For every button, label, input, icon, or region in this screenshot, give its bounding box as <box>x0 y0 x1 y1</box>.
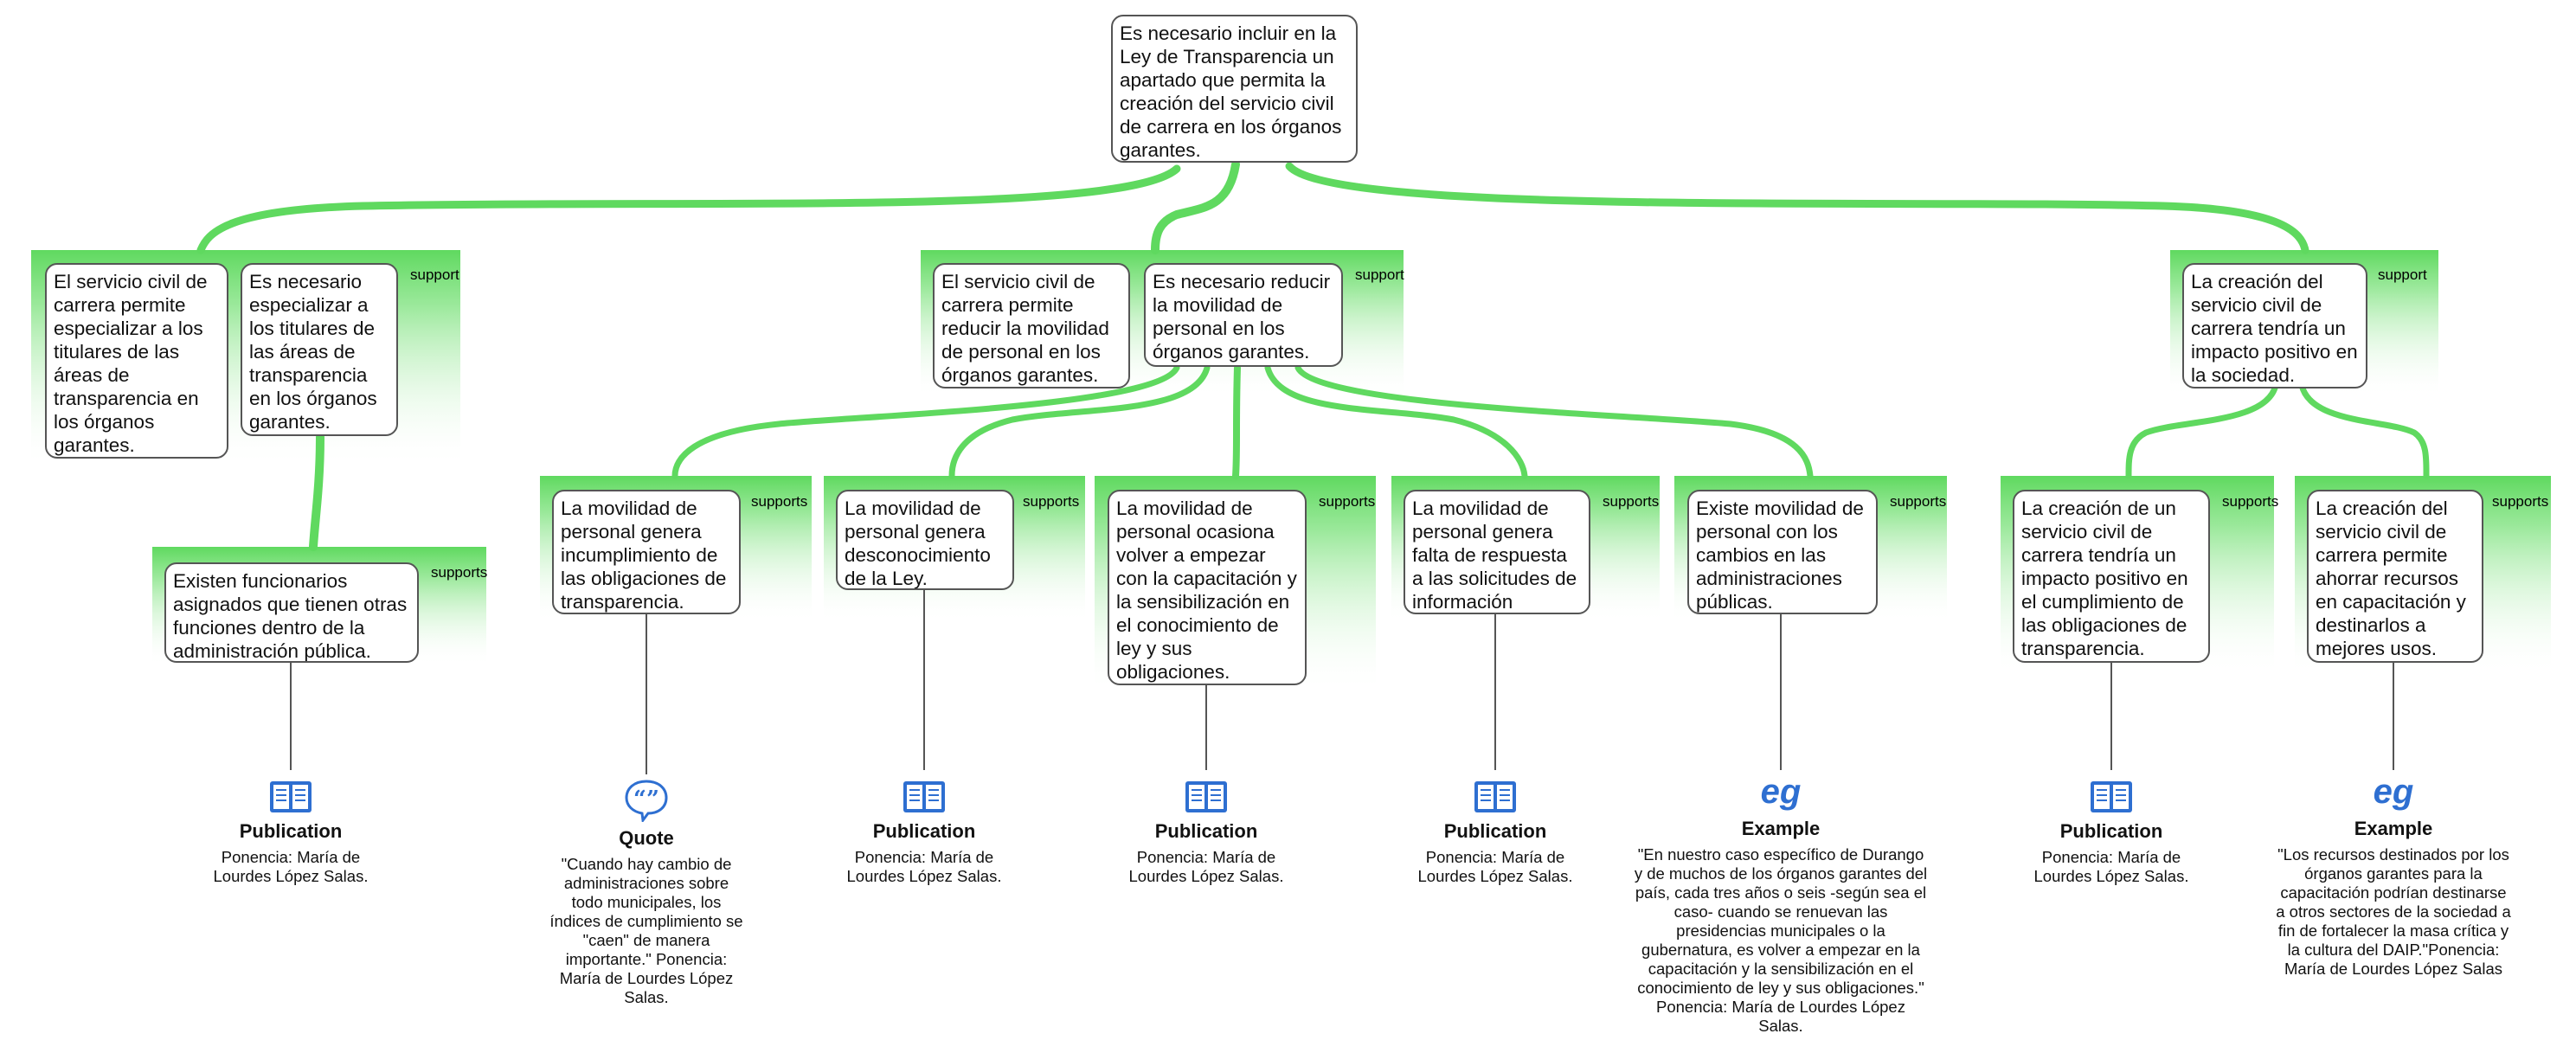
group-label-g10: supports <box>2222 493 2279 510</box>
claim-box[interactable]: La creación de un servicio civil de carr… <box>2013 490 2210 663</box>
claim-box[interactable]: Es necesario reducir la movilidad de per… <box>1144 263 1343 367</box>
group-label-g2: support <box>1355 266 1404 283</box>
group-label-g11: supports <box>2492 493 2549 510</box>
claim-box[interactable]: La creación del servicio civil de carrer… <box>2307 490 2483 663</box>
group-label-g7: supports <box>1319 493 1376 510</box>
claim-box[interactable]: El servicio civil de carrera permite esp… <box>45 263 228 459</box>
root-claim-box[interactable]: Es necesario incluir en la Ley de Transp… <box>1111 15 1358 163</box>
group-label-g6: supports <box>1023 493 1080 510</box>
wire-g3-g11 <box>2298 382 2430 479</box>
evidence-type: Publication <box>2059 820 2163 842</box>
book-icon <box>2091 781 2132 812</box>
claim-box[interactable]: La movilidad de personal genera desconoc… <box>836 490 1014 590</box>
evidence-text: Ponencia: María de Lourdes López Salas. <box>213 848 369 885</box>
quote-icon: “” <box>625 780 668 822</box>
evidence-text: "Cuando hay cambio de administraciones s… <box>549 855 743 1006</box>
svg-text:“”: “” <box>633 787 659 812</box>
evidence-publication[interactable]: Publication Ponencia: María de Lourdes L… <box>825 779 1024 886</box>
wire-g2-g6 <box>948 364 1211 479</box>
svg-text:eg: eg <box>1761 774 1802 811</box>
wire-root-g1 <box>196 164 1181 254</box>
evidence-text: Ponencia: María de Lourdes López Salas. <box>1417 848 1573 885</box>
group-label-g9: supports <box>1890 493 1947 510</box>
claim-box[interactable]: El servicio civil de carrera permite red… <box>933 263 1130 388</box>
evidence-example[interactable]: eg Example "Los recursos destinados por … <box>2274 774 2513 979</box>
claim-box[interactable]: Es necesario especializar a los titulare… <box>241 263 398 436</box>
evidence-publication[interactable]: Publication Ponencia: María de Lourdes L… <box>1396 779 1595 886</box>
claim-box[interactable]: La movilidad de personal genera incumpli… <box>552 490 741 614</box>
evidence-quote[interactable]: “” Quote "Cuando hay cambio de administr… <box>547 779 746 1007</box>
group-label-g8: supports <box>1603 493 1660 510</box>
claim-box[interactable]: La creación del servicio civil de carrer… <box>2182 263 2367 388</box>
wire-root-g2 <box>1151 160 1240 254</box>
group-label-g3: support <box>2378 266 2427 283</box>
evidence-publication[interactable]: Publication Ponencia: María de Lourdes L… <box>191 779 390 886</box>
book-icon <box>1185 781 1227 812</box>
wire-g1-g4 <box>309 433 324 551</box>
group-label-g5: supports <box>751 493 808 510</box>
evidence-text: Ponencia: María de Lourdes López Salas. <box>846 848 1002 885</box>
evidence-text: Ponencia: María de Lourdes López Salas. <box>1128 848 1284 885</box>
evidence-text: Ponencia: María de Lourdes López Salas. <box>2033 848 2189 885</box>
evidence-text: "En nuestro caso específico de Durango y… <box>1634 845 1928 1035</box>
wire-root-g3 <box>1285 162 2309 254</box>
evidence-type: Publication <box>872 820 976 842</box>
evidence-publication[interactable]: Publication Ponencia: María de Lourdes L… <box>2012 779 2211 886</box>
claim-box[interactable]: La movilidad de personal ocasiona volver… <box>1108 490 1307 685</box>
group-label-g1: support <box>410 266 459 283</box>
claim-box[interactable]: Existen funcionarios asignados que tiene… <box>164 562 419 663</box>
book-icon <box>903 781 945 812</box>
claim-box[interactable]: Existe movilidad de personal con los cam… <box>1687 490 1878 614</box>
evidence-type: Publication <box>1154 820 1258 842</box>
wire-g2-g9 <box>1294 364 1814 479</box>
evidence-type: Example <box>1741 818 1821 839</box>
eg-icon: eg <box>1761 774 1802 811</box>
wire-g3-g10 <box>2125 382 2279 479</box>
evidence-text: "Los recursos destinados por los órganos… <box>2276 845 2511 978</box>
svg-text:eg: eg <box>2374 774 2414 811</box>
evidence-type: Publication <box>239 820 343 842</box>
book-icon <box>270 781 312 812</box>
book-icon <box>1474 781 1516 812</box>
evidence-type: Quote <box>619 827 674 849</box>
claim-box[interactable]: La movilidad de personal genera falta de… <box>1404 490 1590 614</box>
wire-g2-g5 <box>671 364 1180 479</box>
evidence-type: Publication <box>1443 820 1547 842</box>
wire-g2-g8 <box>1264 364 1528 479</box>
evidence-publication[interactable]: Publication Ponencia: María de Lourdes L… <box>1107 779 1306 886</box>
evidence-example[interactable]: eg Example "En nuestro caso específico d… <box>1634 774 1928 1036</box>
wire-g2-g7 <box>1232 364 1241 479</box>
eg-icon: eg <box>2374 774 2414 811</box>
evidence-type: Example <box>2354 818 2433 839</box>
group-label-g4: supports <box>431 564 488 581</box>
